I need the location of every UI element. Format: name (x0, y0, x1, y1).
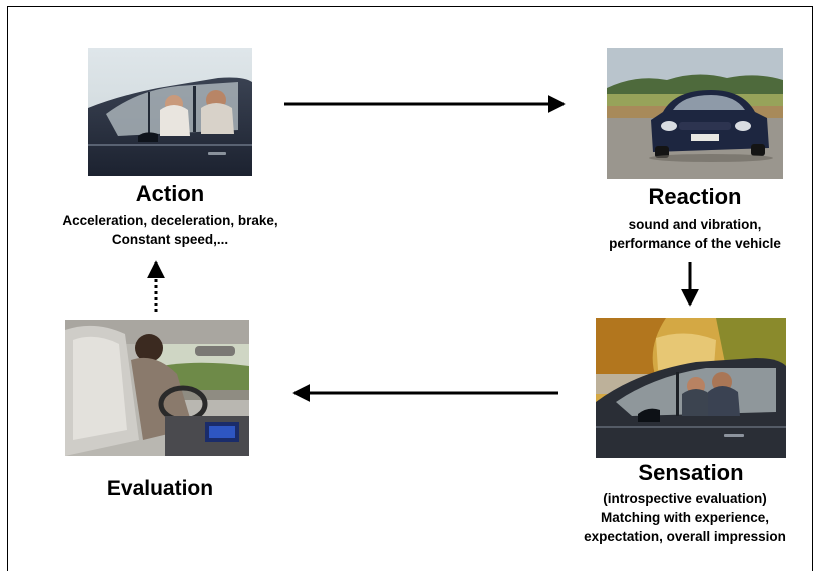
reaction-description-line-1: sound and vibration, (628, 217, 762, 232)
sensation-description-line-1: (introspective evaluation) (603, 491, 767, 506)
evaluation-title: Evaluation (106, 477, 214, 500)
evaluation-photo (65, 320, 249, 456)
sensation-description: (introspective evaluation) Matching with… (550, 489, 820, 546)
action-photo (88, 48, 252, 176)
sensation-description-line-3: expectation, overall impression (584, 529, 786, 544)
diagram-frame (7, 6, 813, 571)
reaction-description-line-2: performance of the vehicle (609, 236, 781, 251)
reaction-photo (607, 48, 783, 179)
sensation-photo (596, 318, 786, 458)
action-description: Acceleration, deceleration, brake, Const… (20, 211, 320, 249)
action-description-line-2: Constant speed,... (111, 232, 229, 247)
action-title: Action (135, 181, 205, 206)
sensation-description-line-2: Matching with experience, (600, 510, 770, 525)
reaction-description: sound and vibration, performance of the … (570, 215, 820, 253)
sensation-title: Sensation (638, 460, 744, 485)
reaction-title: Reaction (648, 184, 742, 209)
action-description-line-1: Acceleration, deceleration, brake, (62, 213, 278, 228)
